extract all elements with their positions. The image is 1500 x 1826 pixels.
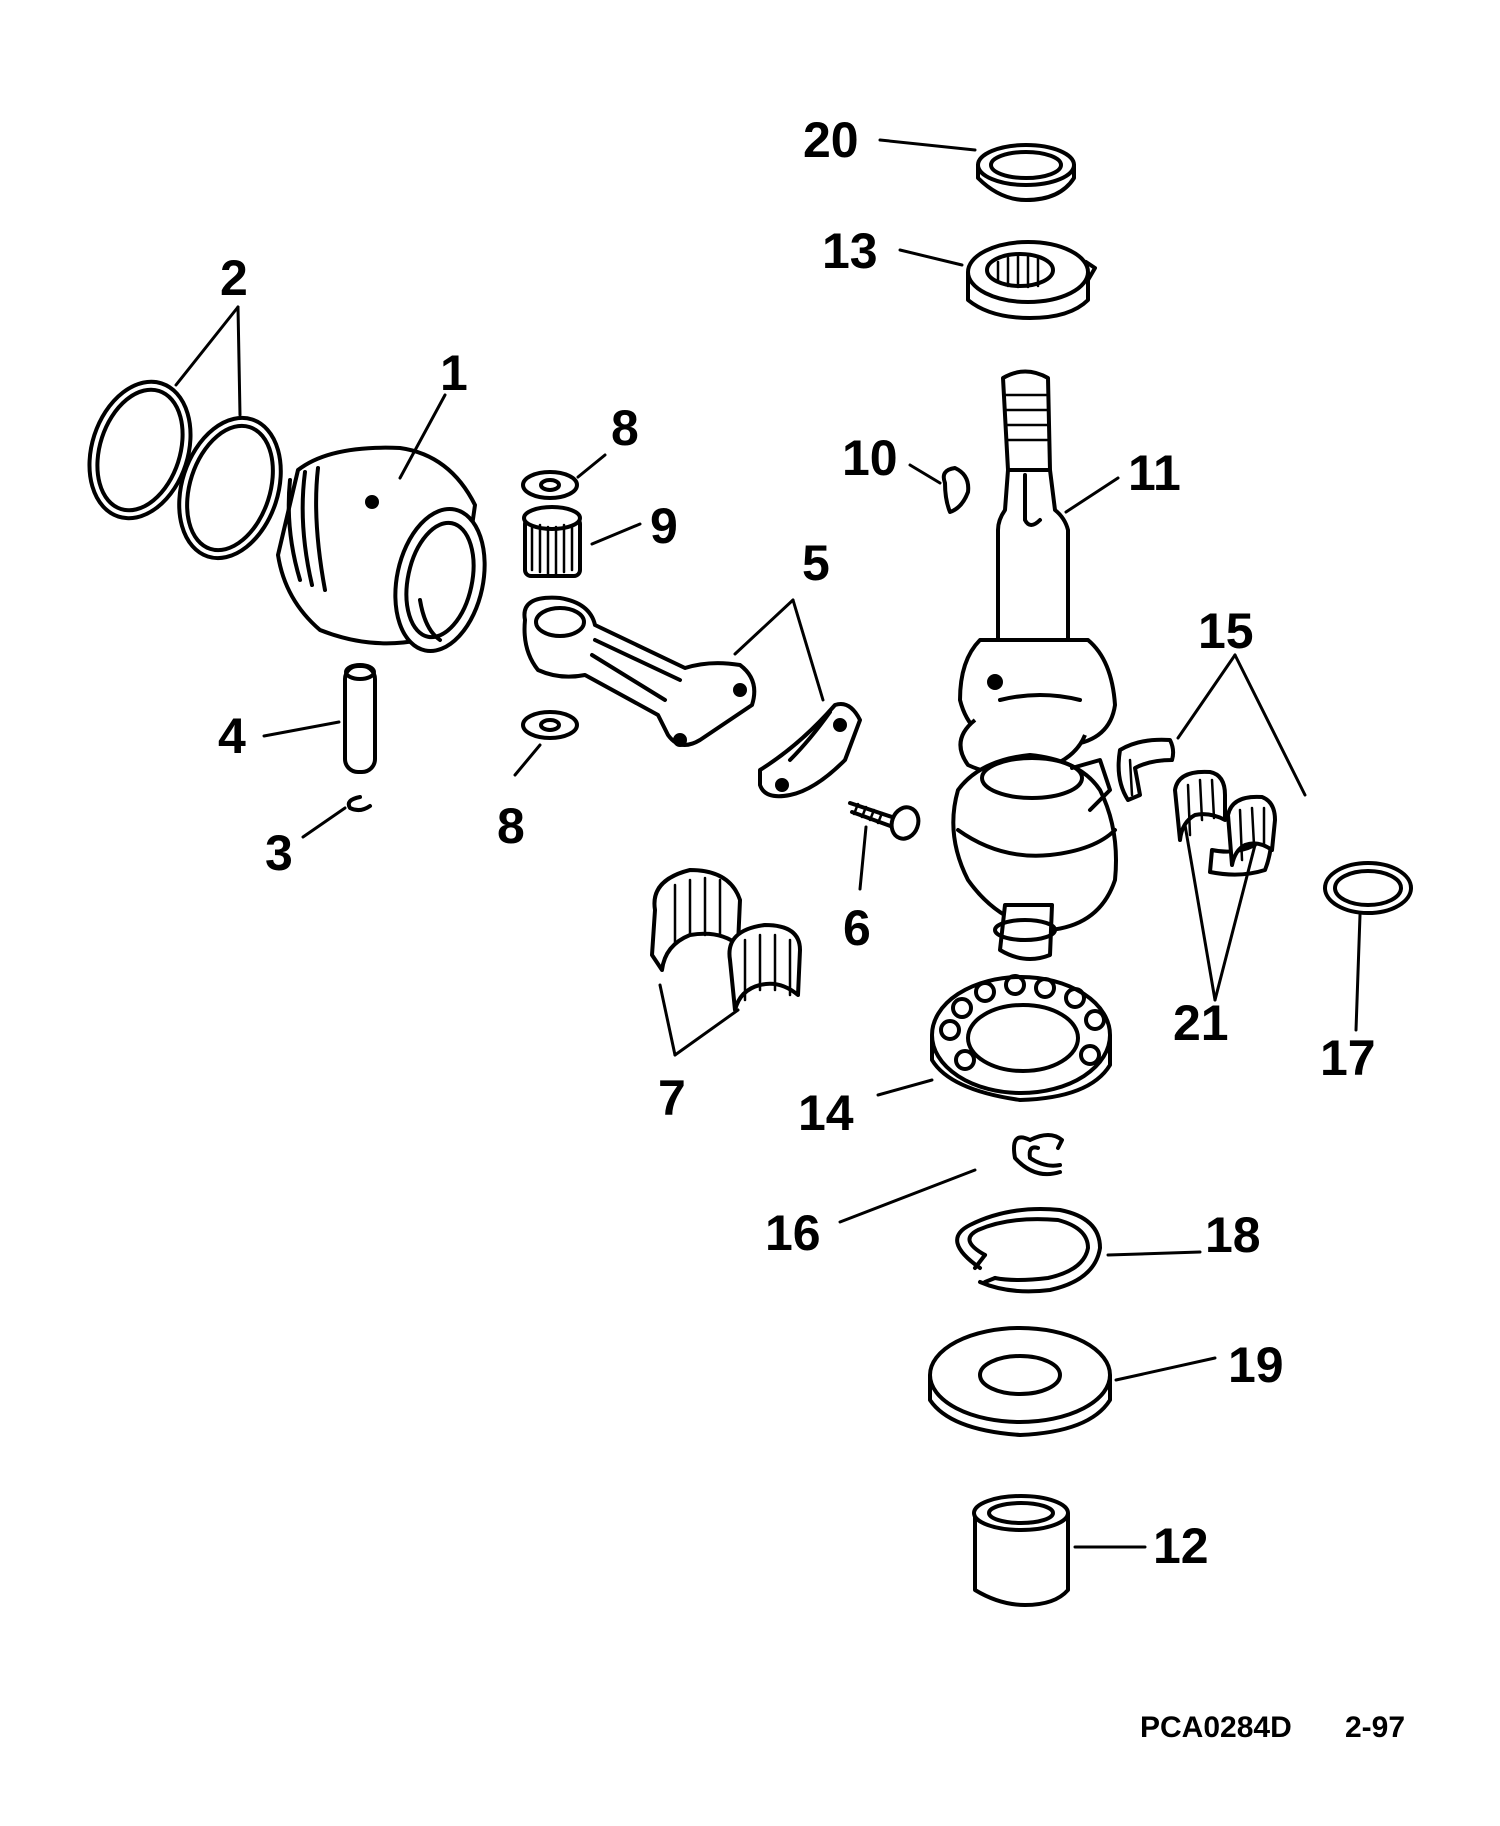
callout-12: 12 <box>1153 1518 1209 1574</box>
callout-19: 19 <box>1228 1337 1284 1393</box>
callout-14: 14 <box>798 1085 854 1141</box>
leader-lines <box>174 138 1362 1549</box>
rod-bearing-half-1 <box>650 868 742 972</box>
callout-8-bottom: 8 <box>497 798 525 854</box>
callout-16: 16 <box>765 1205 821 1261</box>
lower-ball-bearing <box>930 974 1112 1102</box>
cap-screw <box>848 801 921 841</box>
woodruff-key <box>941 466 971 514</box>
callout-3: 3 <box>265 825 293 881</box>
drawing-code: PCA0284D <box>1140 1711 1292 1744</box>
drawing-date: 2-97 <box>1345 1711 1405 1744</box>
piston-ring-2 <box>177 415 283 561</box>
needle-bearing-small <box>522 505 582 578</box>
callout-6: 6 <box>843 900 871 956</box>
callout-20: 20 <box>803 112 859 168</box>
thrust-washer-bottom <box>521 710 579 740</box>
oil-seal <box>976 143 1076 202</box>
thrust-washer-top <box>521 470 579 500</box>
callout-labels: 2 1 8 9 5 4 3 8 6 7 10 11 20 13 15 21 17… <box>218 112 1376 1574</box>
callout-10: 10 <box>842 430 898 486</box>
large-retaining-ring <box>955 1207 1102 1294</box>
main-needle-bearing-half-2 <box>1226 794 1277 867</box>
callout-9: 9 <box>650 498 678 554</box>
crankshaft-seal-ring <box>1323 861 1413 915</box>
upper-main-bearing <box>966 240 1097 320</box>
rod-bearing-half-2 <box>727 923 802 1012</box>
callout-18: 18 <box>1205 1207 1261 1263</box>
callout-2: 2 <box>220 250 248 306</box>
callout-13: 13 <box>822 223 878 279</box>
crankshaft <box>951 369 1118 961</box>
callout-8-top: 8 <box>611 400 639 456</box>
wrist-pin <box>343 663 377 774</box>
callout-1: 1 <box>440 345 468 401</box>
retaining-ring <box>346 795 372 813</box>
bushing-sleeve <box>972 1494 1070 1607</box>
callout-4: 4 <box>218 708 246 764</box>
lower-thrust-washer <box>928 1326 1112 1437</box>
callout-17: 17 <box>1320 1030 1376 1086</box>
main-bearing-half-1 <box>1116 737 1176 802</box>
main-needle-bearing-half-1 <box>1173 769 1227 842</box>
piston <box>276 445 487 653</box>
snap-ring <box>1012 1133 1064 1177</box>
connecting-rod-cap <box>758 702 862 799</box>
connecting-rod <box>522 595 757 747</box>
callout-21: 21 <box>1173 995 1229 1051</box>
callout-5: 5 <box>802 535 830 591</box>
callout-7: 7 <box>658 1070 686 1126</box>
callout-15: 15 <box>1198 603 1254 659</box>
callout-11: 11 <box>1128 445 1181 501</box>
